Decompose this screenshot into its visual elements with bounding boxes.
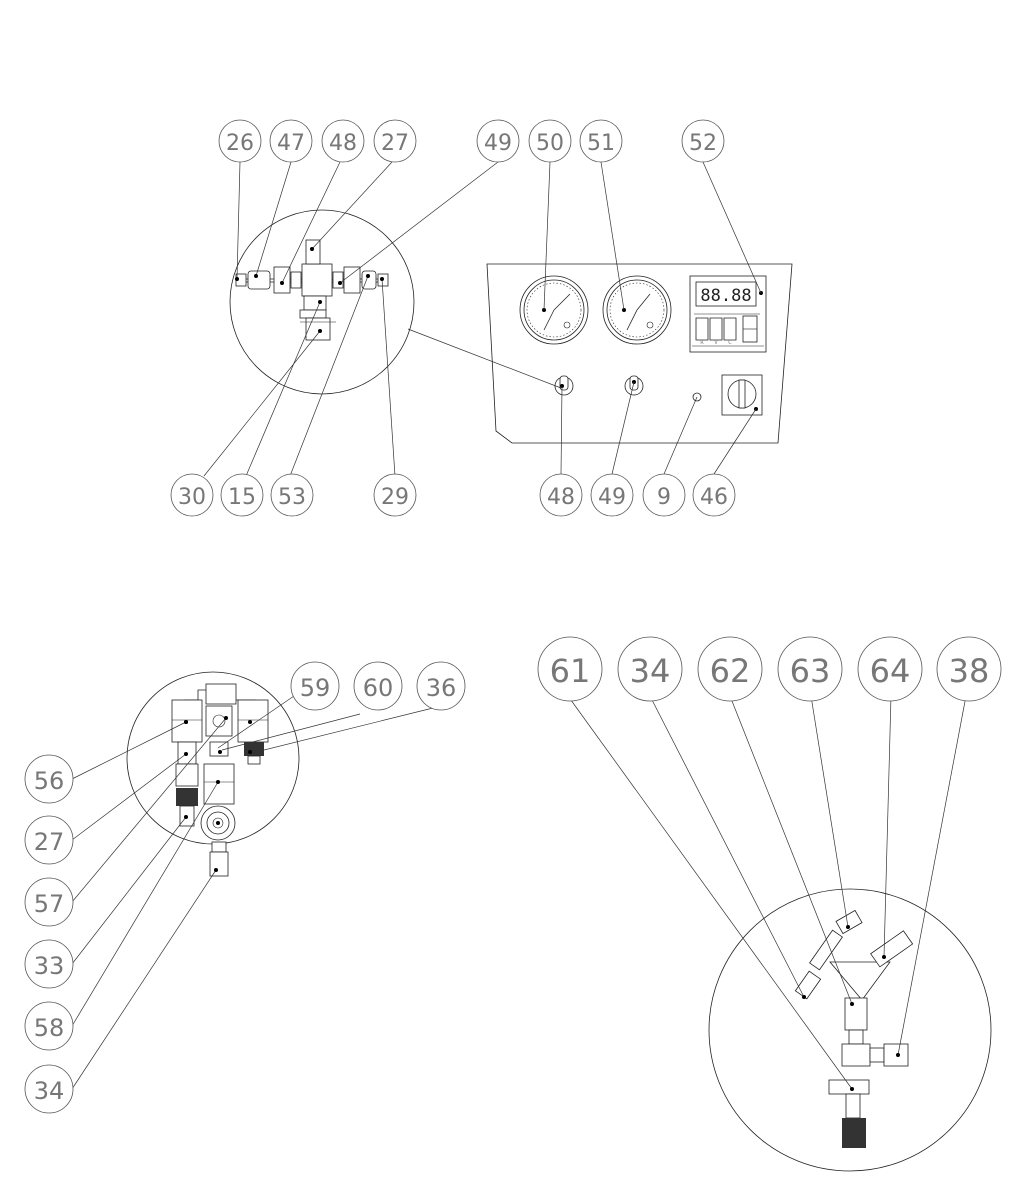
controller-display: 88.88	[700, 286, 751, 306]
callout-label: 27	[34, 828, 65, 856]
callout-61: 61	[537, 636, 603, 702]
callout-label: 27	[381, 131, 409, 156]
callout-60: 60	[353, 661, 403, 711]
callout-27-valve: 27	[24, 815, 74, 865]
controller-button-r: R	[700, 340, 704, 346]
callout-label: 9	[657, 485, 671, 510]
callout-50: 50	[528, 119, 572, 163]
callout-33: 33	[24, 939, 74, 989]
callout-label: 49	[598, 485, 626, 510]
callout-label: 63	[790, 652, 831, 690]
callout-36: 36	[416, 661, 466, 711]
callout-48-panel: 48	[539, 473, 583, 517]
callout-34-valve: 34	[24, 1064, 74, 1114]
callout-51: 51	[579, 119, 623, 163]
callout-26: 26	[218, 119, 262, 163]
callout-48: 48	[321, 119, 365, 163]
callout-label: 26	[226, 131, 254, 156]
callout-27: 27	[373, 119, 417, 163]
callout-label: 62	[710, 652, 751, 690]
leaders-top-right	[543, 161, 762, 475]
digital-controller: 88.88 R V C	[689, 275, 767, 353]
callout-label: 33	[34, 952, 65, 980]
controller-button-c: C	[728, 340, 732, 346]
detail-circle-top-left	[229, 209, 415, 395]
callout-29: 29	[373, 473, 417, 517]
callout-label: 64	[870, 652, 911, 690]
pressure-gauge-right	[602, 275, 672, 345]
callout-label: 36	[426, 674, 457, 702]
callout-label: 58	[34, 1014, 65, 1042]
callout-label: 60	[363, 674, 394, 702]
control-panel: 88.88 R V C	[486, 263, 793, 444]
callout-46: 46	[692, 473, 736, 517]
callout-label: 46	[700, 485, 728, 510]
leaders-top-left	[203, 161, 562, 477]
leaders-bottom-right	[567, 695, 967, 1091]
callout-label: 57	[34, 890, 65, 918]
callout-label: 52	[689, 131, 717, 156]
callout-58: 58	[24, 1001, 74, 1051]
callout-56: 56	[24, 754, 74, 804]
callout-34-fitting: 34	[617, 636, 683, 702]
detail-circle-bottom-right	[708, 888, 992, 1172]
callout-label: 56	[34, 767, 65, 795]
callout-63: 63	[777, 636, 843, 702]
callout-label: 51	[587, 131, 615, 156]
callout-label: 30	[178, 485, 206, 510]
callout-52: 52	[681, 119, 725, 163]
callout-label: 49	[484, 131, 512, 156]
callout-label: 34	[630, 652, 671, 690]
controller-button-v: V	[714, 340, 718, 346]
callout-30: 30	[170, 473, 214, 517]
callout-label: 34	[34, 1077, 65, 1105]
callout-49: 49	[476, 119, 520, 163]
callout-53: 53	[270, 473, 314, 517]
leaders-bottom-left	[71, 695, 442, 1090]
callout-64: 64	[857, 636, 923, 702]
callout-62: 62	[697, 636, 763, 702]
callout-57: 57	[24, 877, 74, 927]
callout-label: 15	[228, 485, 256, 510]
callout-label: 47	[277, 131, 305, 156]
toggle-switch-left	[554, 375, 574, 396]
toggle-switch-right	[624, 375, 644, 396]
detail-circle-bottom-left	[126, 671, 300, 877]
callout-label: 48	[329, 131, 357, 156]
callout-label: 50	[536, 131, 564, 156]
indicator-lamp	[692, 392, 702, 402]
callout-label: 29	[381, 485, 409, 510]
callout-label: 61	[550, 652, 591, 690]
callout-49-panel: 49	[590, 473, 634, 517]
callout-15: 15	[220, 473, 264, 517]
pressure-gauge-left	[519, 275, 589, 345]
callout-label: 38	[949, 652, 990, 690]
callout-label: 53	[278, 485, 306, 510]
callout-59: 59	[290, 661, 340, 711]
callout-47: 47	[269, 119, 313, 163]
callout-label: 48	[547, 485, 575, 510]
callout-label: 59	[300, 674, 331, 702]
callout-38: 38	[936, 636, 1002, 702]
callout-9: 9	[642, 473, 686, 517]
